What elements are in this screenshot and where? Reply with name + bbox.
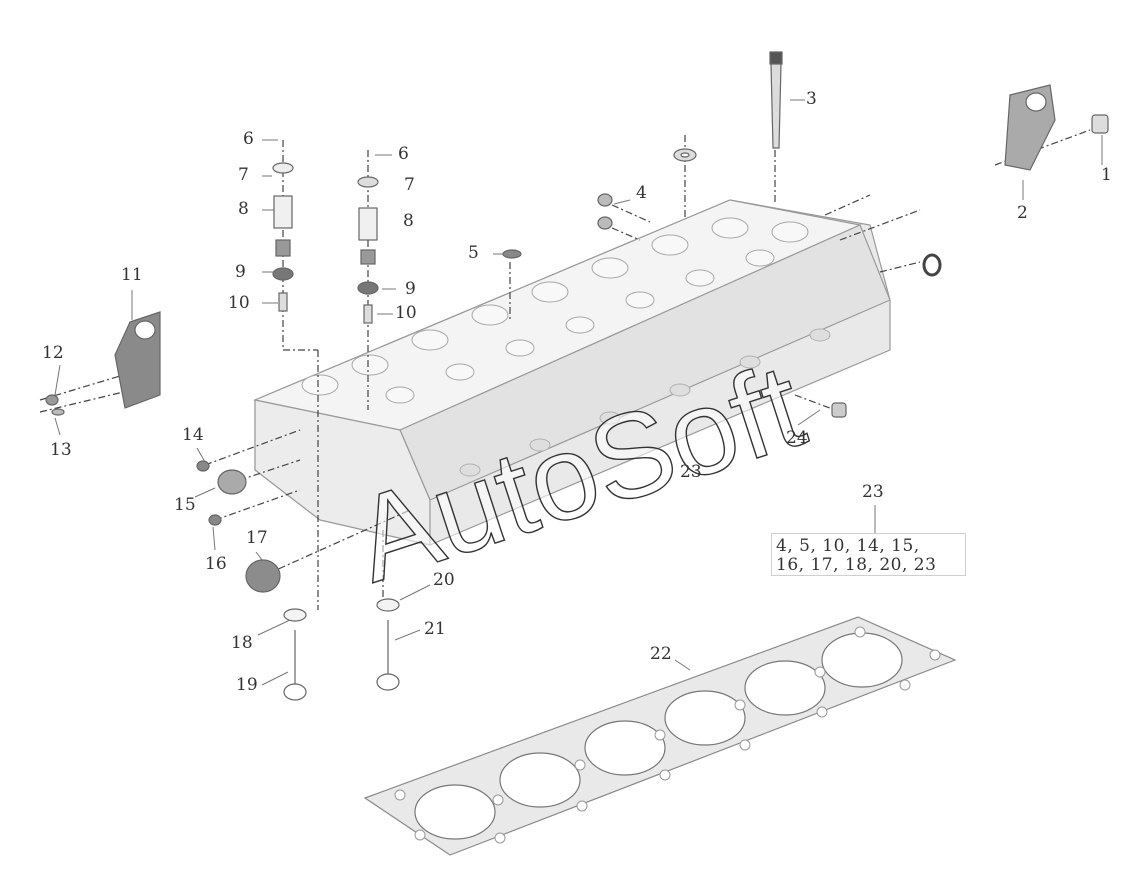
callout-15: 15 — [174, 495, 196, 515]
callout-20: 20 — [433, 570, 455, 590]
callout-17: 17 — [246, 528, 268, 548]
callout-21: 21 — [424, 619, 446, 639]
repair-kit-line-1: 4, 5, 10, 14, 15, — [776, 536, 920, 556]
callout-12: 12 — [42, 343, 64, 363]
callout-19: 19 — [236, 675, 258, 695]
callout-18: 18 — [231, 633, 253, 653]
callout-ticks — [54, 99, 1103, 686]
repair-kit-line-2: 16, 17, 18, 20, 23 — [776, 555, 937, 575]
callout-23-kit: 23 — [862, 482, 884, 502]
callout-9-right: 9 — [405, 279, 416, 299]
callout-3: 3 — [806, 89, 817, 109]
callout-22: 22 — [650, 644, 672, 664]
callout-14: 14 — [182, 425, 204, 445]
callout-7-left: 7 — [238, 165, 249, 185]
callout-5: 5 — [468, 243, 479, 263]
repair-kit-list: 4, 5, 10, 14, 15, 16, 17, 18, 20, 23 — [771, 533, 966, 576]
callout-2: 2 — [1017, 203, 1028, 223]
callout-6-right: 6 — [398, 144, 409, 164]
callout-6-left: 6 — [243, 129, 254, 149]
cylinder-head — [252, 199, 891, 546]
callout-10-right: 10 — [395, 303, 417, 323]
callout-4: 4 — [636, 183, 647, 203]
callout-16: 16 — [205, 554, 227, 574]
callout-7-right: 7 — [404, 175, 415, 195]
callout-24: 24 — [786, 428, 808, 448]
callout-10-left: 10 — [228, 293, 250, 313]
callout-13: 13 — [50, 440, 72, 460]
callout-23-block: 23 — [680, 462, 702, 482]
callout-11: 11 — [121, 265, 143, 285]
callout-8-left: 8 — [238, 199, 249, 219]
callout-9-left: 9 — [235, 262, 246, 282]
callout-8-right: 8 — [403, 211, 414, 231]
callout-1: 1 — [1101, 165, 1112, 185]
small-parts — [45, 51, 1109, 701]
head-gasket — [363, 616, 957, 856]
